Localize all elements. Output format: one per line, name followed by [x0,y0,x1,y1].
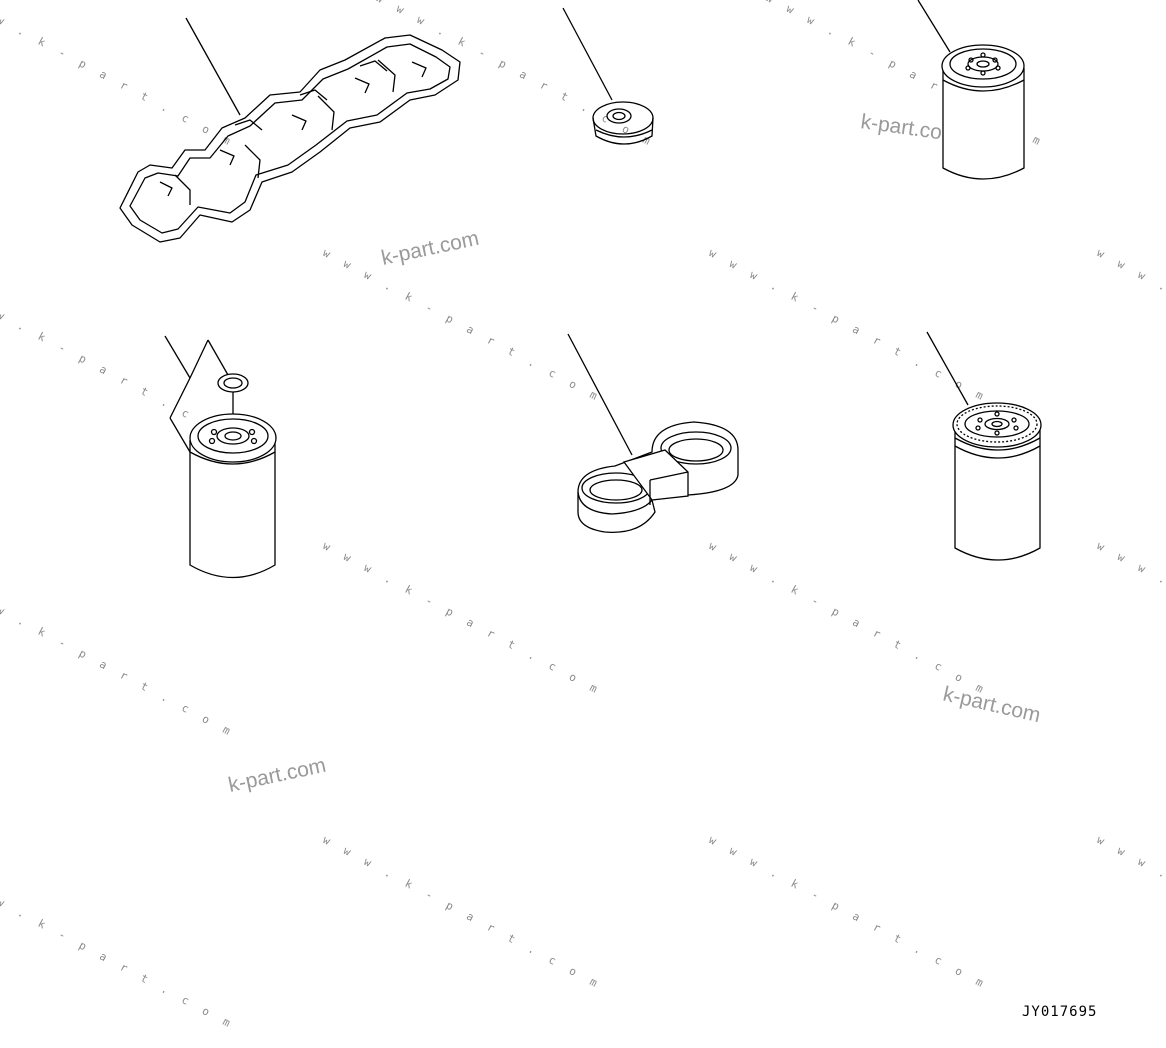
watermark-large: k-part.com [226,754,328,797]
watermark-small: w w w . k - p a r t . c o m [321,246,604,405]
watermark-small: w w w . k - p a r t . c o m [0,581,237,740]
valve-cover-gasket [120,18,460,242]
watermark-small: w w w . k - p a r t . c o m [374,0,657,150]
o-ring [218,374,248,392]
watermark-small: w w w . k - p a r t . c o m [0,873,237,1032]
leader-line [208,340,228,375]
leader-line [165,336,190,378]
watermark-small: w w w . k - p a r t . c o m [707,246,990,405]
leader-line [170,378,190,418]
watermark-large: k-part.com [941,682,1043,727]
figure-eight-seal [568,334,738,532]
watermark-small: w w w . k - p a r t . c o m [707,539,990,698]
watermark-small: w w w . k - p a r t . c o m [1095,246,1166,405]
watermark-small: w w w . k - p a r t . c o m [0,0,237,150]
leader-line [186,18,240,115]
watermark-large: k-part.com [379,227,481,270]
spin-on-filter-bottom-right [927,332,1041,560]
spin-on-filter-with-o-ring [165,336,276,578]
leader-line [568,334,632,455]
watermark-small: w w w . k - p a r t . c o m [1095,833,1166,992]
leader-line [927,332,968,405]
leader-line [918,0,950,52]
watermark-small: w w w . k - p a r t . c o m [321,539,604,698]
watermark-small: w w w . k - p a r t . c o m [321,833,604,992]
seal-cap [563,8,653,144]
leader-line [170,418,190,452]
watermark-small: w w w . k - p a r t . c o m [707,833,990,992]
drawing-id: JY017695 [1022,1004,1097,1020]
spin-on-filter-top-right [918,0,1024,179]
watermark-small: w w w . k - p a r t . c o m [1095,539,1166,698]
leader-line [190,340,208,378]
leader-line [563,8,612,100]
